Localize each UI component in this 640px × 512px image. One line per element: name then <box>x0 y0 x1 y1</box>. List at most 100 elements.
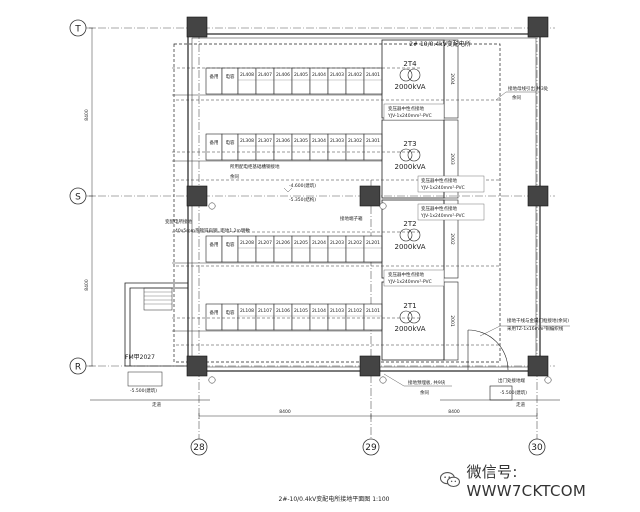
panel-id-2L202: 2L202 <box>348 240 362 246</box>
axis-bubble-row-t: T <box>69 19 87 37</box>
transformer-rating-2T4: 2000kVA <box>395 83 426 91</box>
panel-id-2L305: 2L305 <box>294 138 308 144</box>
watermark-text: 微信号: WWW7CKTCOM <box>466 462 587 500</box>
transformer-id-2T1: 2T1 <box>403 302 416 310</box>
cable-note-4-label: 变压器中性点接地 <box>388 271 424 278</box>
door-right-note: 出门处接地端 <box>498 377 525 384</box>
panel-id-2L103: 2L103 <box>330 308 344 314</box>
door-label: FM甲2027 <box>125 354 155 361</box>
panel-id-2L106: 2L106 <box>276 308 290 314</box>
left-annex <box>90 282 210 401</box>
dim-vertical-bottom: 8400 <box>84 279 90 291</box>
panel-id-2L403: 2L403 <box>330 72 344 78</box>
cable-note-4-cable: YJV-1x240mm²-PVC <box>387 279 432 285</box>
transformer-symbol-icon <box>399 310 413 324</box>
panel-id-2L207: 2L207 <box>258 240 272 246</box>
dimension-lines <box>89 27 538 419</box>
axis-bubble-row-r: R <box>69 357 87 375</box>
note-mid-1: 所用配电柜基础槽钢接地 <box>230 163 280 170</box>
transformer-id-2T3: 2T3 <box>403 140 416 148</box>
panel-id-2L104: 2L104 <box>312 308 326 314</box>
corridor-right: 走道 <box>516 401 525 408</box>
corridor-left: 走道 <box>152 401 161 408</box>
axis-bubble-col-29: 29 <box>362 438 380 456</box>
cable-note-1-label: 变压器中性点接地 <box>388 105 424 112</box>
transformer-bay-2001: 2T1 2000kVA 2001 <box>381 281 459 361</box>
wechat-watermark: 微信号: WWW7CKTCOM <box>440 463 630 500</box>
panel-id-2L303: 2L303 <box>330 138 344 144</box>
structural-columns <box>186 16 549 377</box>
axis-bubble-col-30: 30 <box>528 438 546 456</box>
cable-note-4: 变压器中性点接地 YJV-1x240mm²-PVC <box>383 269 445 287</box>
panel-id-2L404: 2L404 <box>312 72 326 78</box>
axis-bubble-col-28: 28 <box>190 438 208 456</box>
pe-note: 接地预埋板, 共9块 <box>408 379 446 386</box>
axis-label-28: 28 <box>193 443 205 453</box>
grounding-points <box>208 202 552 384</box>
transformer-unit-2004: 2004 <box>449 73 455 85</box>
panel-id-2L401: 2L401 <box>366 72 380 78</box>
cable-note-3-label: 变压器中性点接地 <box>421 205 457 212</box>
transformer-unit-2003: 2003 <box>449 153 455 165</box>
panel-id-2L201: 2L201 <box>366 240 380 246</box>
dim-vertical-top: 8400 <box>84 109 90 121</box>
panel-id-2L405: 2L405 <box>294 72 308 78</box>
panel-id-2L301: 2L301 <box>366 138 380 144</box>
axis-label-t: T <box>74 25 81 35</box>
panel-id-2L204: 2L204 <box>312 240 326 246</box>
drawing-title: 2#-10/0.4kV变配电所接地平面图 1:100 <box>278 495 390 503</box>
dim-horizontal-left: 8400 <box>279 409 291 415</box>
panel-prefix-label: 电容 <box>226 241 235 248</box>
cable-trays <box>172 67 500 346</box>
axis-bubble-row-s: S <box>69 187 87 205</box>
panel-prefix-label: 备用 <box>210 309 219 316</box>
panel-id-2L102: 2L102 <box>348 308 362 314</box>
transformer-id-2T2: 2T2 <box>403 220 416 228</box>
panel-prefix-label: 电容 <box>226 309 235 316</box>
panel-prefix-label: 电容 <box>226 73 235 80</box>
note-right-top-1: 接地母线引出 共3处 <box>508 85 549 92</box>
pe-note-2: 余同 <box>420 389 429 396</box>
cable-note-1: 变压器中性点接地 YJV-1x240mm²-PVC <box>383 103 445 121</box>
axis-label-29: 29 <box>365 443 377 453</box>
panel-prefix-label: 备用 <box>210 139 219 146</box>
panel-id-2L407: 2L407 <box>258 72 272 78</box>
top-note: 2# 10/0.4kV变配电所 <box>409 40 471 48</box>
panel-id-2L203: 2L203 <box>330 240 344 246</box>
panel-id-2L406: 2L406 <box>276 72 290 78</box>
panel-id-2L408: 2L408 <box>240 72 254 78</box>
panel-id-2L105: 2L105 <box>294 308 308 314</box>
panel-id-2L308: 2L308 <box>240 138 254 144</box>
transformer-unit-2001: 2001 <box>449 315 455 327</box>
transformer-bays: 2T4 2000kVA 2004 2T3 2000kVA 2003 2T2 2000kVA 20… <box>381 39 459 361</box>
transformer-rating-2T1: 2000kVA <box>395 325 426 333</box>
transformer-id-2T4: 2T4 <box>403 60 417 68</box>
level-2: -5.350(结构) <box>289 196 316 203</box>
dim-horizontal-right: 8400 <box>448 409 460 415</box>
panel-prefix-label: 电容 <box>226 139 235 146</box>
cable-note-3: 变压器中性点接地 YJV-1x240mm²-PVC <box>417 203 485 221</box>
transformer-symbol-icon <box>399 68 413 82</box>
left-level: -5.500(建筑) <box>130 387 157 394</box>
busbar-left-note: 变配电所接地 <box>165 218 192 225</box>
panel-id-2L205: 2L205 <box>294 240 308 246</box>
note-right-top-2: 余同 <box>512 94 521 101</box>
panel-id-2L302: 2L302 <box>348 138 362 144</box>
panel-prefix-label: 备用 <box>210 241 219 248</box>
panel-prefix-label: 备用 <box>210 73 219 80</box>
busbar-mid-note: 接地端子箱 <box>340 215 363 222</box>
cable-note-3-cable: YJV-1x240mm²-PVC <box>420 213 465 219</box>
panel-id-2L108: 2L108 <box>240 308 254 314</box>
axis-label-30: 30 <box>531 443 543 453</box>
transformer-unit-2002: 2002 <box>449 233 455 245</box>
panel-id-2L206: 2L206 <box>276 240 290 246</box>
panel-id-2L107: 2L107 <box>258 308 272 314</box>
transformer-symbol-icon <box>399 228 413 242</box>
panel-id-2L306: 2L306 <box>276 138 290 144</box>
transformer-rating-2T2: 2000kVA <box>395 243 426 251</box>
